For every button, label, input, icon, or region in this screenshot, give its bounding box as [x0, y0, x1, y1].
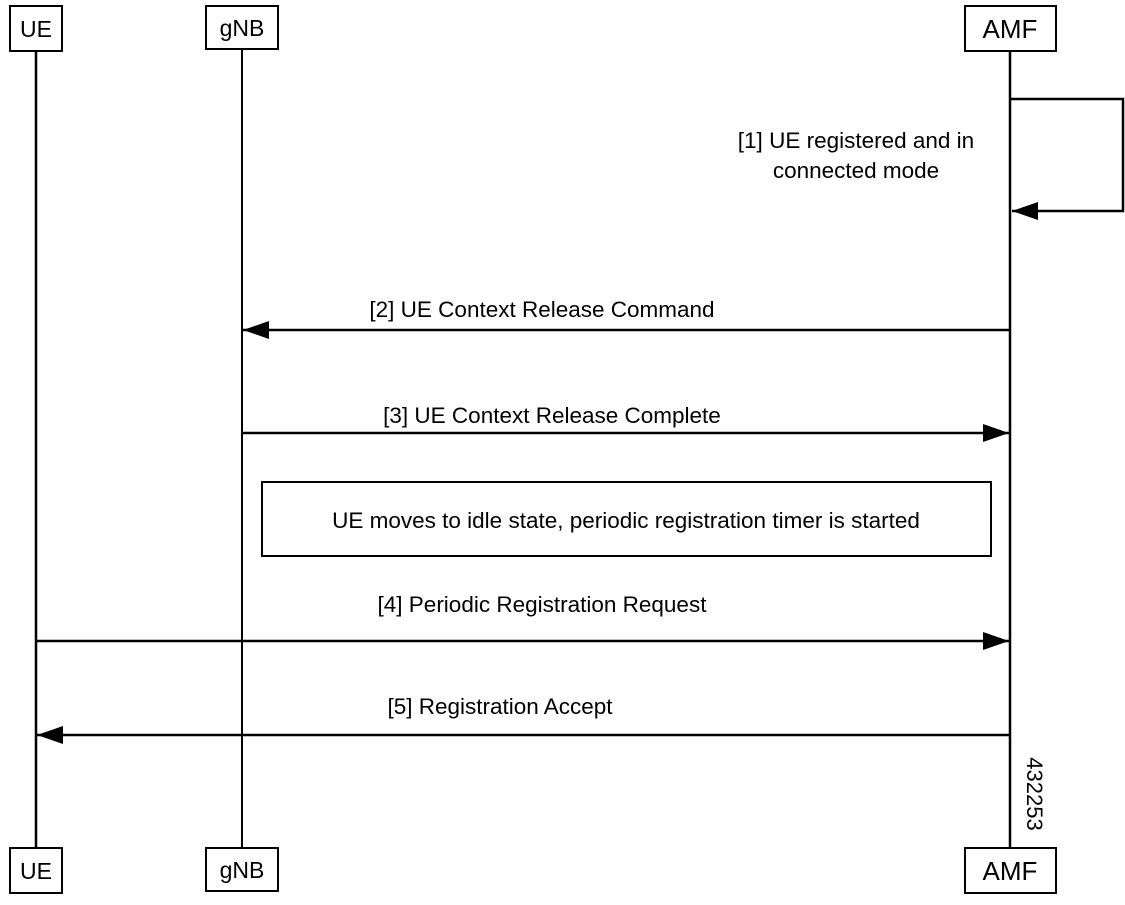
figure-id: 432253 [1022, 757, 1047, 830]
participant-amf-bottom-label: AMF [983, 856, 1038, 886]
participant-ue-top: UE [9, 5, 63, 52]
participant-gnb-bottom: gNB [205, 847, 279, 892]
message-2-label: [2] UE Context Release Command [369, 297, 714, 322]
message-1-arrow [1010, 97, 1125, 220]
message-4-label: [4] Periodic Registration Request [378, 592, 708, 617]
participant-ue-bottom-label: UE [20, 858, 52, 884]
message-1-label-line2: connected mode [773, 158, 939, 183]
message-5-label: [5] Registration Accept [387, 694, 613, 719]
message-3-label: [3] UE Context Release Complete [383, 403, 721, 428]
message-1-label-line1: [1] UE registered and in [738, 128, 974, 153]
message-1: [1] UE registered and in connected mode [738, 97, 1125, 220]
message-4: [4] Periodic Registration Request [36, 592, 1009, 650]
message-5: [5] Registration Accept [37, 694, 1010, 744]
participant-amf-top: AMF [964, 5, 1057, 52]
participant-amf-bottom: AMF [964, 847, 1057, 894]
participant-ue-bottom: UE [9, 847, 63, 894]
participant-gnb-bottom-label: gNB [220, 857, 265, 883]
message-2: [2] UE Context Release Command [243, 297, 1010, 339]
participant-gnb-top-label: gNB [220, 15, 265, 41]
participant-gnb-top: gNB [205, 5, 279, 50]
message-3: [3] UE Context Release Complete [242, 403, 1009, 442]
participant-amf-top-label: AMF [983, 14, 1038, 44]
note-box: UE moves to idle state, periodic registr… [261, 481, 992, 557]
participant-ue-top-label: UE [20, 16, 52, 42]
note-text: UE moves to idle state, periodic registr… [332, 508, 920, 533]
